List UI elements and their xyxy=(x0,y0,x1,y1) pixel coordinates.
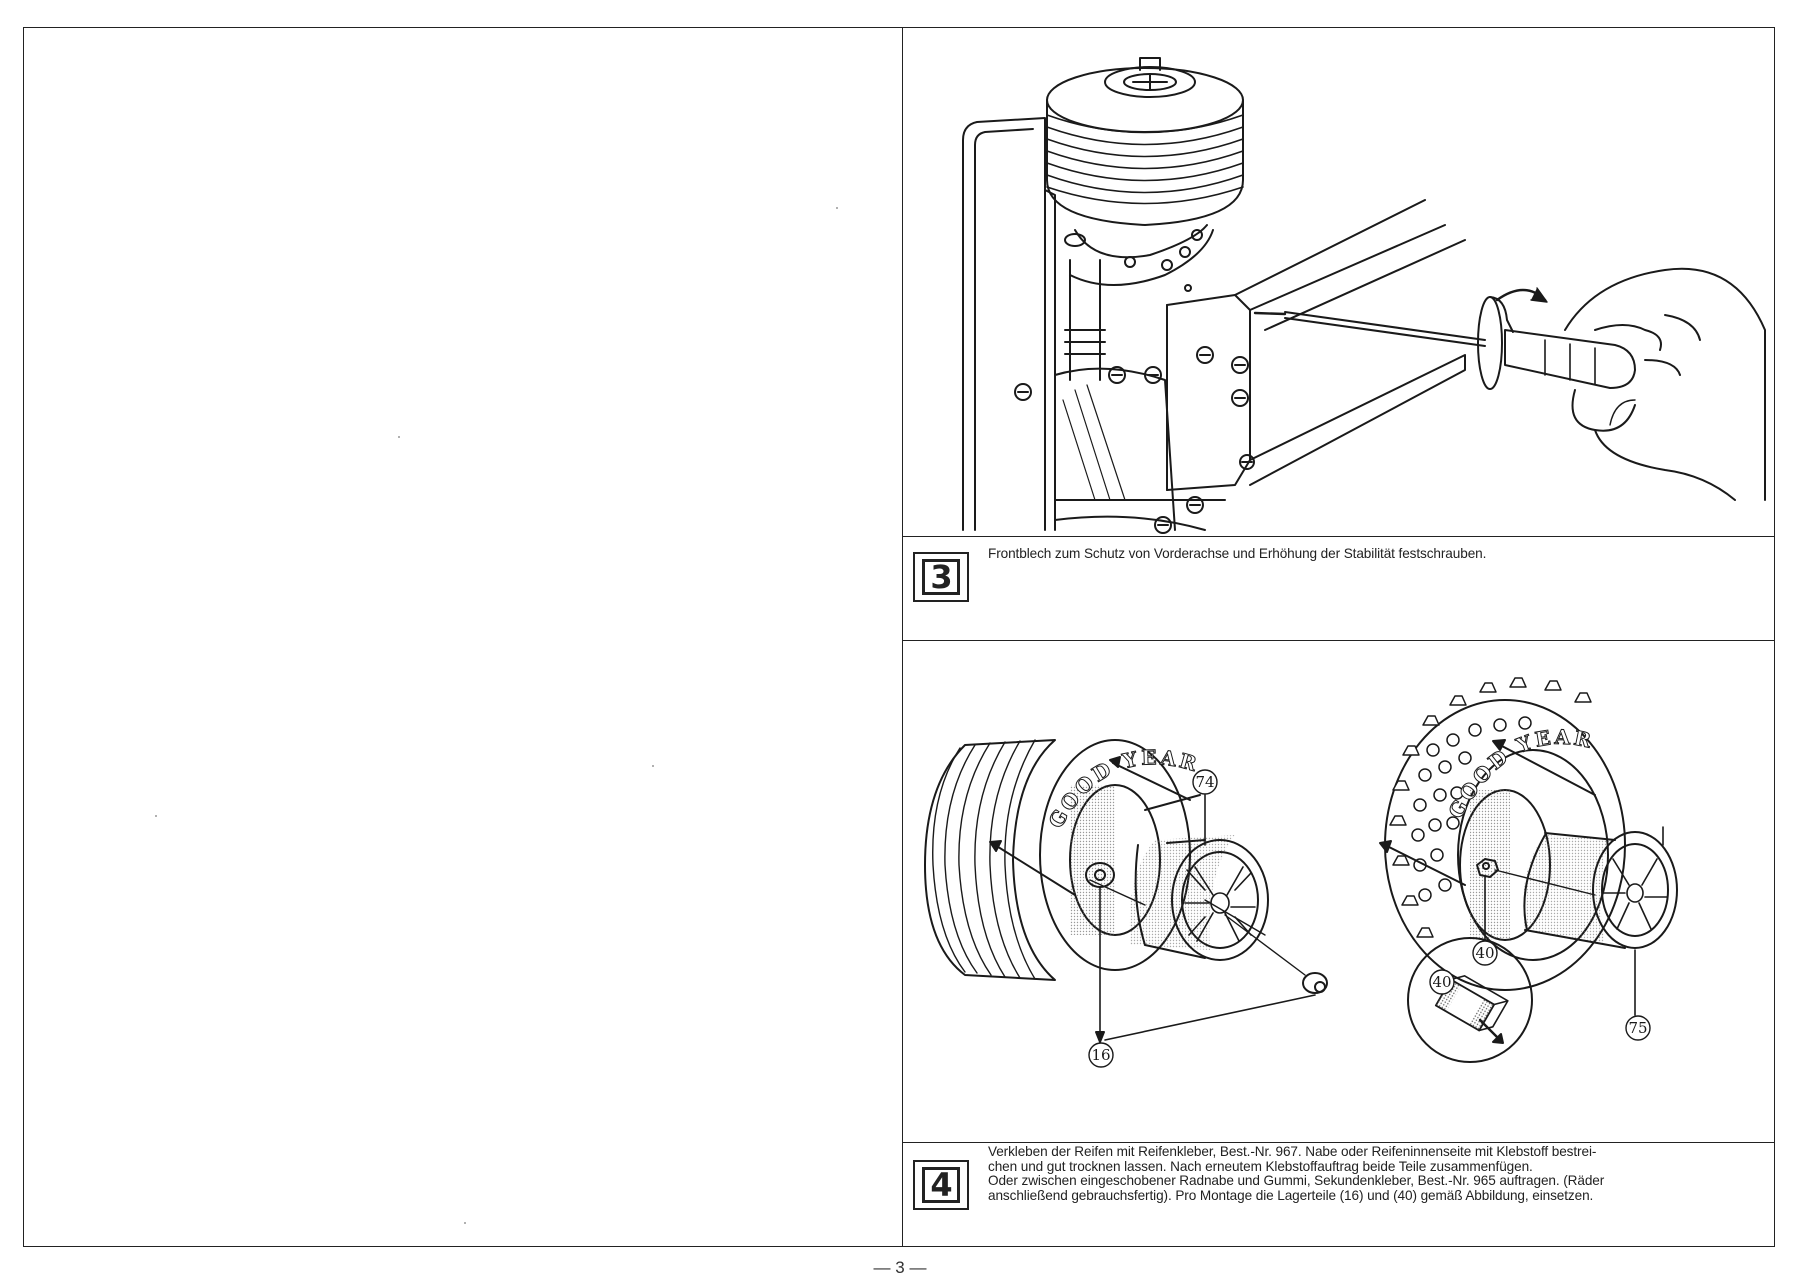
scan-speck xyxy=(836,207,838,209)
label-40-detail: 40 xyxy=(1432,973,1451,991)
column-divider xyxy=(902,27,903,1247)
tire-brand-right-text: GOOD YEAR xyxy=(1443,725,1596,823)
step4-caption-line: Verkleben der Reifen mit Reifenkleber, B… xyxy=(988,1144,1597,1159)
page-frame xyxy=(23,27,1775,1247)
label-16: 16 xyxy=(1091,1046,1110,1064)
scan-speck xyxy=(398,436,400,438)
label-40: 40 xyxy=(1475,944,1494,962)
knobby-tire xyxy=(1379,677,1678,1016)
step4-caption: Verkleben der Reifen mit Reifenkleber, B… xyxy=(988,1144,1768,1203)
page-number: — 3 — xyxy=(873,1258,927,1277)
tire-brand-left-text: GOOD YEAR xyxy=(1044,745,1202,832)
step3-caption-divider xyxy=(902,536,1775,537)
label-74: 74 xyxy=(1195,773,1214,791)
step-number-4: 4 xyxy=(913,1160,969,1210)
step3-illustration xyxy=(962,57,1766,534)
scan-speck xyxy=(652,765,654,767)
label-75: 75 xyxy=(1628,1019,1647,1037)
step4-caption-divider xyxy=(902,1142,1775,1143)
scan-speck xyxy=(464,1222,466,1224)
step4-caption-line: anschließend gebrauchsfertig). Pro Monta… xyxy=(988,1187,1594,1203)
step4-caption-line: Oder zwischen eingeschobener Radnabe und… xyxy=(988,1173,1605,1188)
step-number-3: 3 xyxy=(913,552,969,602)
step4-caption-line: chen und gut trocknen lassen. Nach erneu… xyxy=(988,1158,1533,1174)
step3-caption: Frontblech zum Schutz von Vorderachse un… xyxy=(988,546,1487,561)
step4-illustration: 74 16 40 75 40 GOOD YEAR GOOD YEAR xyxy=(924,677,1678,1068)
step-divider xyxy=(902,640,1775,641)
scan-speck xyxy=(155,815,157,817)
